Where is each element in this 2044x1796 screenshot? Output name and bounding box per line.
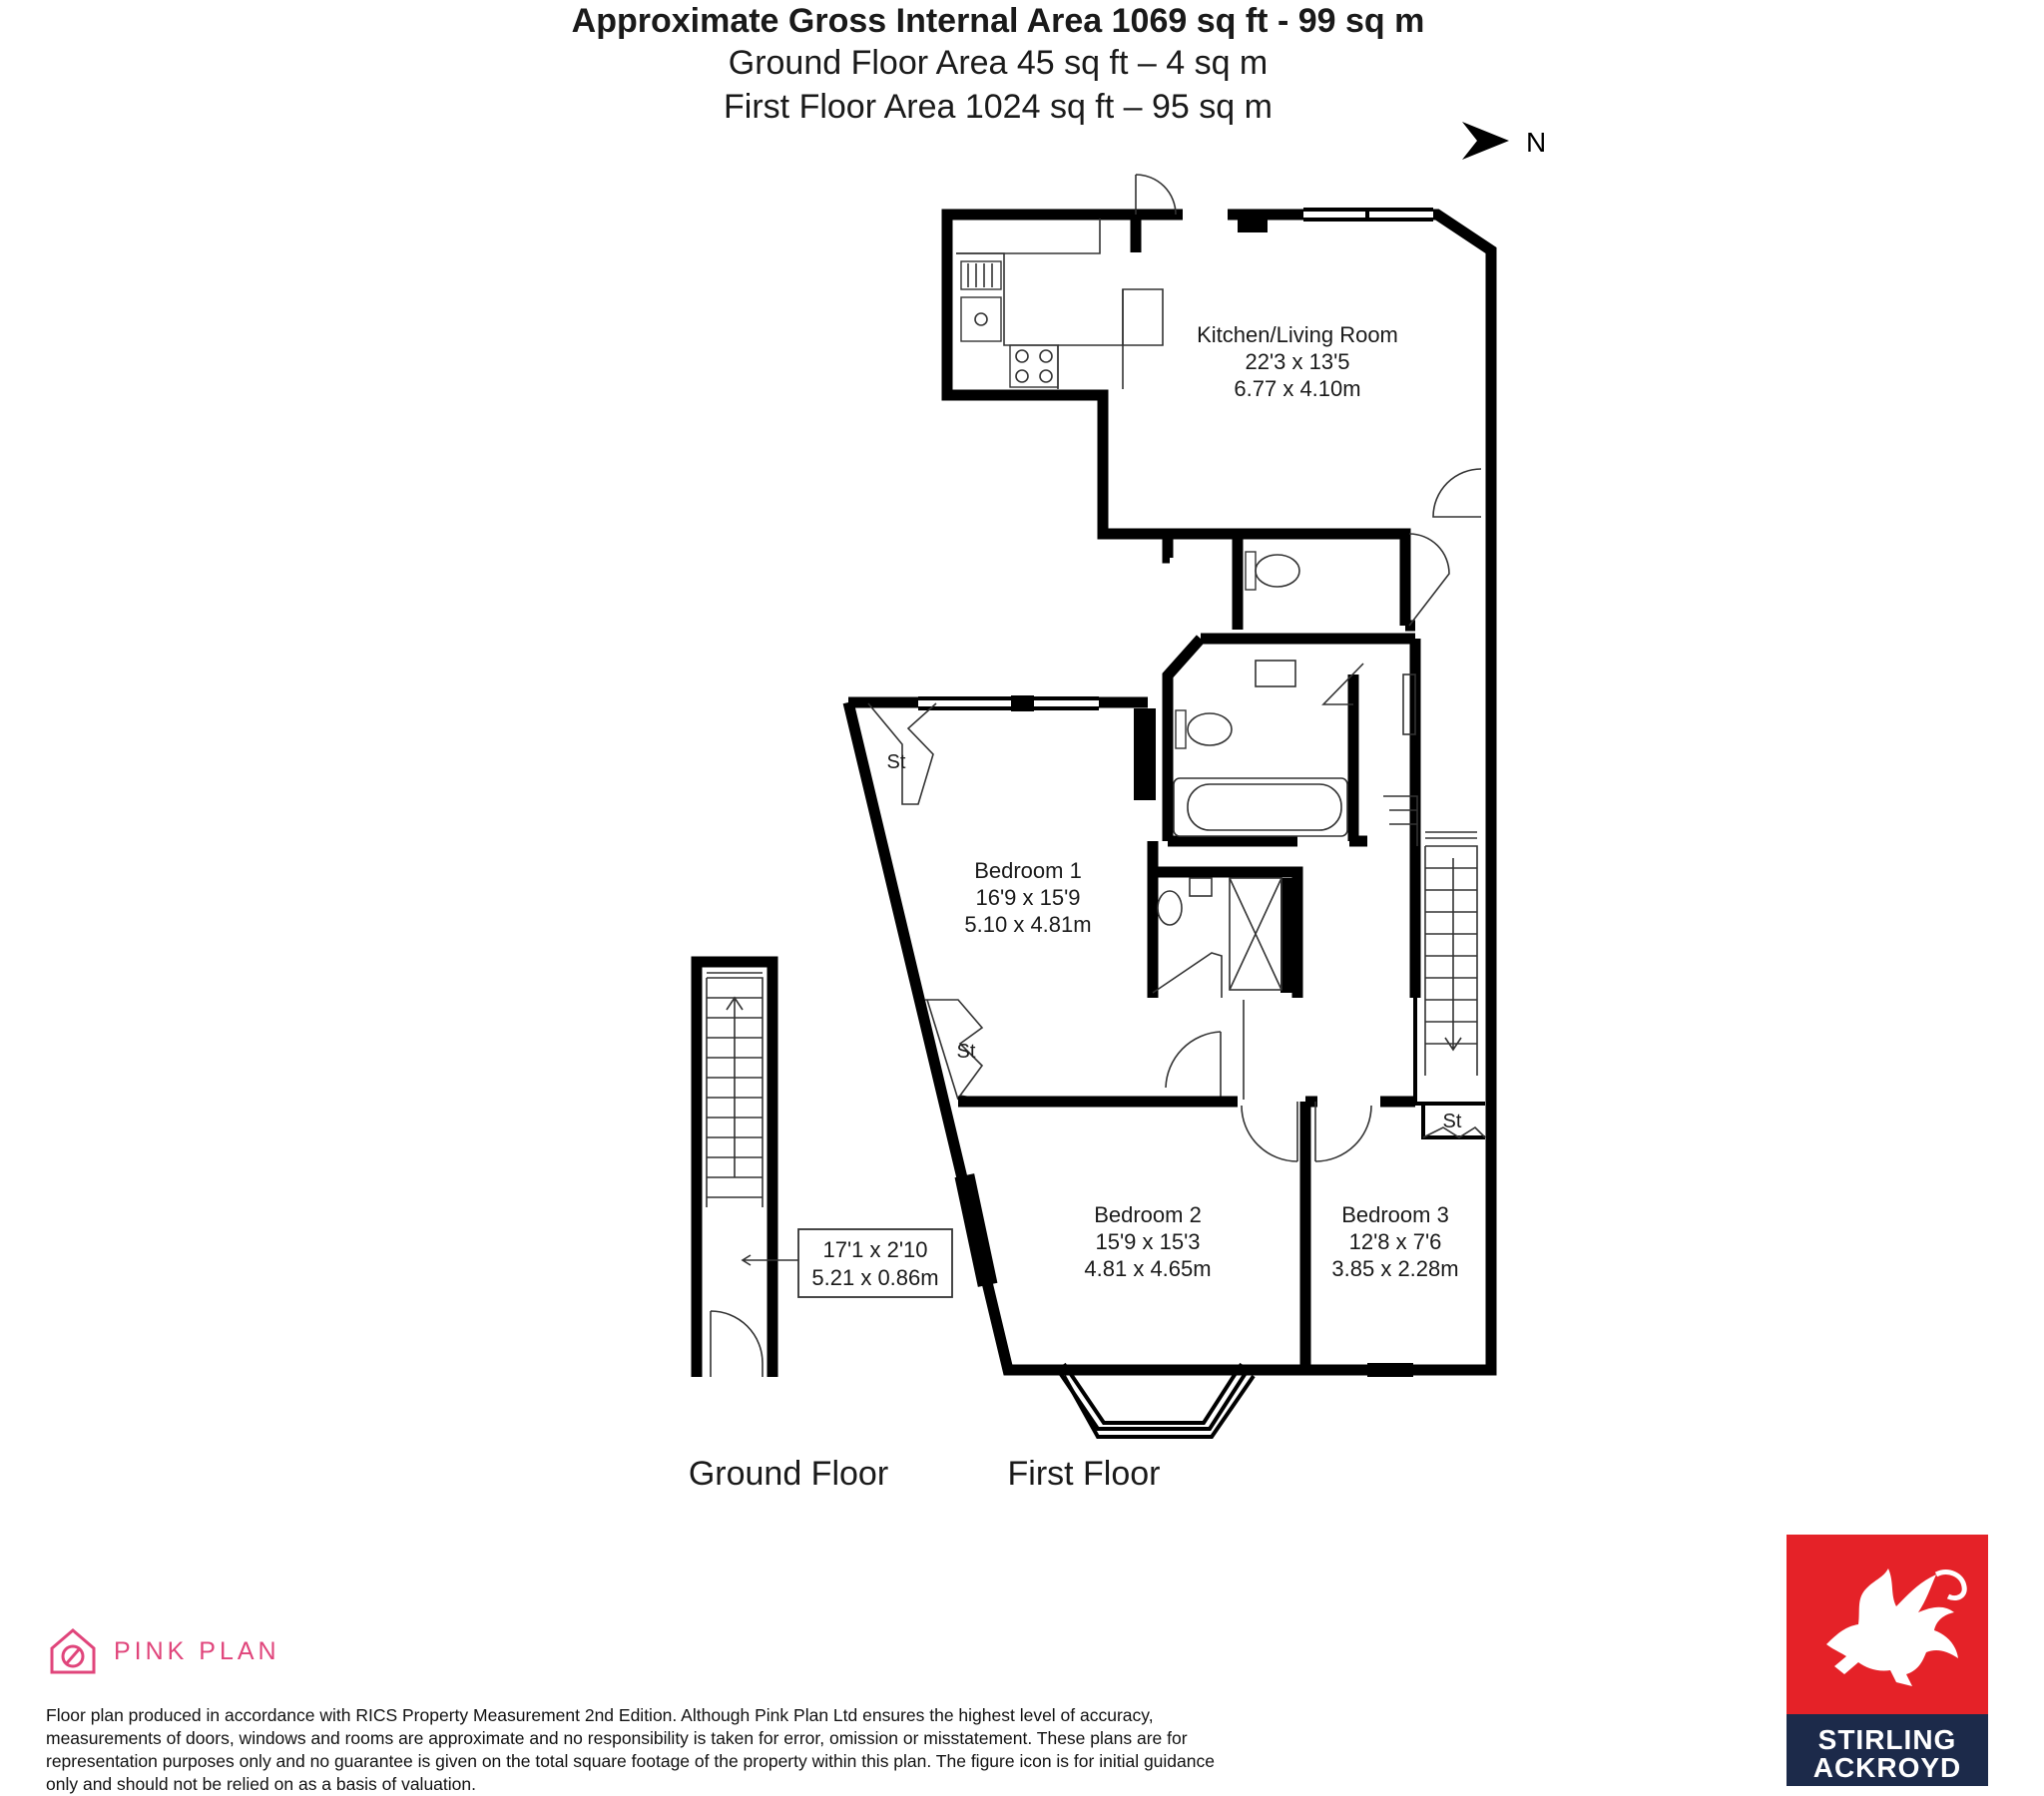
area-title: Approximate Gross Internal Area 1069 sq …	[571, 2, 1425, 40]
storage-label: St	[1443, 1111, 1462, 1132]
ground-floor-hallway	[691, 956, 798, 1377]
bathroom-sink-icon	[1255, 660, 1296, 687]
wc-walls	[1201, 468, 1482, 645]
bathroom-walls	[1134, 635, 1421, 998]
ground-floor-label: Ground Floor	[689, 1455, 888, 1493]
hallway-metric: 5.21 x 0.86m	[811, 1265, 938, 1290]
bathroom-door	[1321, 663, 1364, 705]
kitchen-door	[1135, 174, 1177, 216]
bedroom2-metric: 4.81 x 4.65m	[1084, 1256, 1211, 1281]
stirling-ackroyd-logo: STIRLING ACKROYD	[1787, 1535, 1988, 1786]
bedroom3-name: Bedroom 3	[1341, 1202, 1449, 1227]
pink-plan-wordmark: PINK PLAN	[114, 1636, 280, 1665]
ensuite-walls	[1147, 841, 1303, 998]
north-compass-icon: N	[1462, 122, 1546, 160]
bedroom2-name: Bedroom 2	[1094, 1202, 1202, 1227]
pink-plan-logo: PINK PLAN	[46, 1624, 280, 1678]
griffin-icon	[1826, 1569, 1967, 1686]
agent-name-line2: ACKROYD	[1812, 1752, 1962, 1783]
first-floor-label: First Floor	[1008, 1455, 1161, 1493]
bathroom-toilet-icon	[1175, 709, 1233, 749]
kitchen-walls	[941, 208, 1497, 1376]
bedroom3-metric: 3.85 x 2.28m	[1331, 1256, 1458, 1281]
north-label: N	[1526, 127, 1546, 158]
storage-label: St	[887, 751, 906, 773]
bath-icon	[1173, 777, 1348, 837]
kitchen-imperial: 22'3 x 13'5	[1245, 349, 1349, 374]
floor-plan: N Kitchen/Living Room 22'3 x 13'5 6.77 x…	[689, 122, 1546, 1493]
bedroom1-imperial: 16'9 x 15'9	[975, 885, 1080, 910]
kitchen-metric: 6.77 x 4.10m	[1234, 376, 1360, 401]
hallway-dimension-box: 17'1 x 2'10 5.21 x 0.86m	[797, 1228, 953, 1298]
bedroom2-imperial: 15'9 x 15'3	[1095, 1229, 1200, 1254]
bedroom1-metric: 5.10 x 4.81m	[964, 912, 1091, 937]
stairs	[1383, 674, 1483, 1106]
kitchen-name: Kitchen/Living Room	[1197, 322, 1398, 347]
ground-floor-area: Ground Floor Area 45 sq ft – 4 sq m	[728, 44, 1269, 82]
first-floor-area: First Floor Area 1024 sq ft – 95 sq m	[724, 88, 1273, 126]
hallway-imperial: 17'1 x 2'10	[822, 1237, 927, 1262]
agent-name-line1: STIRLING	[1817, 1724, 1957, 1755]
pink-plan-house-icon	[50, 1628, 96, 1674]
storage-label: St	[957, 1041, 976, 1063]
kitchen-units	[956, 219, 1164, 389]
disclaimer-text: Floor plan produced in accordance with R…	[46, 1705, 1215, 1794]
bedroom3-storage	[1415, 1102, 1486, 1139]
wc-toilet-icon	[1245, 551, 1300, 591]
bedroom2-walls	[954, 1096, 1491, 1439]
bedroom1-name: Bedroom 1	[974, 858, 1082, 883]
bedroom3-imperial: 12'8 x 7'6	[1349, 1229, 1442, 1254]
